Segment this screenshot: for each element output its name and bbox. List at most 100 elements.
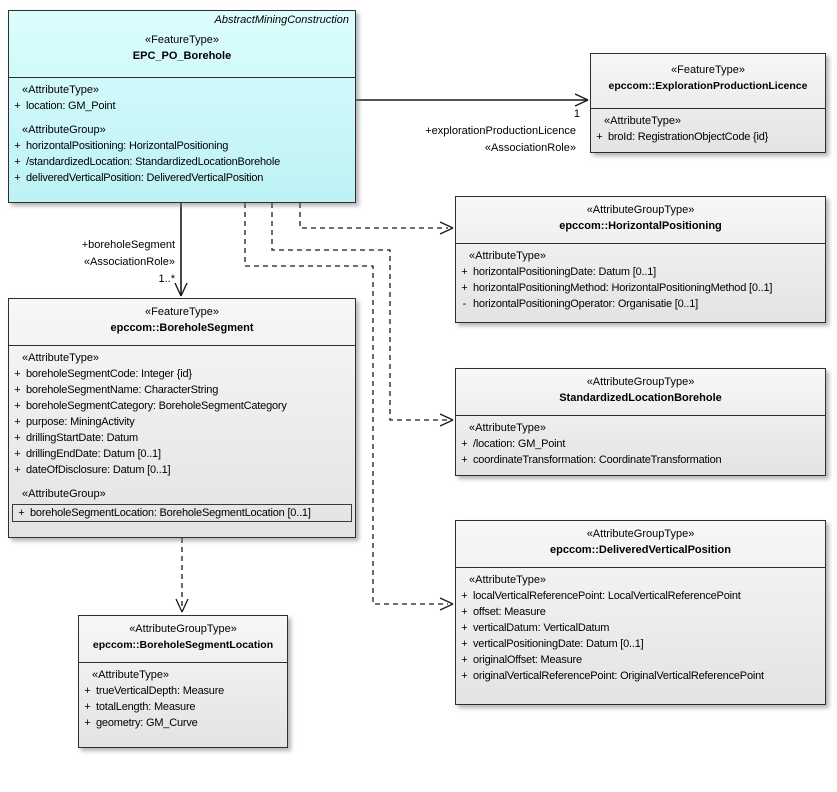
visibility: + xyxy=(14,172,21,184)
attribute-text: /standardizedLocation: StandardizedLocat… xyxy=(26,156,280,168)
visibility: + xyxy=(14,416,21,428)
attribute-row[interactable]: +originalOffset: Measure xyxy=(456,652,825,668)
attribute-row[interactable]: + localVerticalReferencePoint: LocalVerti… xyxy=(456,588,825,604)
class-name: epccom::BoreholeSegmentLocation xyxy=(92,639,274,651)
stereotype-label: «AttributeGroupType» xyxy=(586,528,695,540)
visibility: - xyxy=(462,298,467,310)
edge-stereotype-licence: «AssociationRole» xyxy=(484,142,576,154)
attribute-row[interactable]: +originalVerticalReferencePoint: Origina… xyxy=(456,668,825,684)
attribute-row[interactable]: +boreholeSegmentName: CharacterString xyxy=(9,382,355,398)
attribute-group-header: «AttributeType» xyxy=(469,574,547,586)
attribute-row[interactable]: + location: GM_Point xyxy=(9,98,355,114)
attribute-row[interactable]: +verticalDatum: VerticalDatum xyxy=(456,620,825,636)
attribute-text: deliveredVerticalPosition: DeliveredVert… xyxy=(26,172,264,184)
attributes-compartment: «AttributeType» +trueVerticalDepth: Meas… xyxy=(79,662,287,731)
attributes-compartment: «AttributeType» +broId: RegistrationObje… xyxy=(591,108,825,145)
attributes-compartment: «AttributeType» +horizontalPositioningDa… xyxy=(456,243,825,312)
attribute-text: verticalPositioningDate: Datum [0..1] xyxy=(473,638,644,650)
dependency-borehole-horizontalpositioning[interactable] xyxy=(299,203,448,229)
edge-multiplicity-licence: 1 xyxy=(573,108,580,120)
attribute-text: boreholeSegmentLocation: BoreholeSegment… xyxy=(30,507,311,519)
class-name: epccom::ExplorationProductionLicence xyxy=(608,80,808,92)
attribute-group-header: «AttributeGroup» xyxy=(22,124,106,136)
attributes-compartment: «AttributeType» +boreholeSegmentCode: In… xyxy=(9,345,355,522)
attribute-row[interactable]: +drillingStartDate: Datum xyxy=(9,430,355,446)
attribute-row[interactable]: +horizontalPositioningDate: Datum [0..1] xyxy=(456,264,825,280)
edge-multiplicity-segment: 1..* xyxy=(158,273,175,285)
dependency-borehole-deliveredverticalposition[interactable] xyxy=(244,203,448,605)
attribute-row[interactable]: + /standardizedLocation: StandardizedLoca… xyxy=(9,154,355,170)
visibility: + xyxy=(84,685,91,697)
arrowhead-segmentlocation xyxy=(175,598,189,613)
edge-stereotype-segment: «AssociationRole» xyxy=(83,256,175,268)
attributes-compartment: «AttributeType» + /location: GM_Point +co… xyxy=(456,415,825,468)
class-deliveredverticalposition[interactable]: «AttributeGroupType» epccom::DeliveredVe… xyxy=(455,520,826,705)
attribute-row[interactable]: +boreholeSegmentCode: Integer {id} xyxy=(9,366,355,382)
attribute-text: purpose: MiningActivity xyxy=(26,416,135,428)
attribute-row[interactable]: + purpose: MiningActivity xyxy=(9,414,355,430)
attribute-text: horizontalPositioning: HorizontalPositio… xyxy=(26,140,229,152)
attribute-row[interactable]: +coordinateTransformation: CoordinateTra… xyxy=(456,452,825,468)
arrowhead-deliveredverticalposition xyxy=(439,597,454,611)
attribute-row[interactable]: + dateOfDisclosure: Datum [0..1] xyxy=(9,462,355,478)
arrowhead-standardizedlocation xyxy=(439,413,454,427)
attribute-text: horizontalPositioningOperator: Organisat… xyxy=(473,298,698,310)
attribute-text: geometry: GM_Curve xyxy=(96,717,198,729)
attribute-row[interactable]: + totalLength: Measure xyxy=(79,699,287,715)
visibility: + xyxy=(461,590,468,602)
attribute-row[interactable]: +boreholeSegmentCategory: BoreholeSegmen… xyxy=(9,398,355,414)
attribute-row[interactable]: +offset: Measure xyxy=(456,604,825,620)
visibility: + xyxy=(14,448,21,460)
visibility: + xyxy=(461,266,468,278)
attribute-row[interactable]: +drillingEndDate: Datum [0..1] xyxy=(9,446,355,462)
attribute-row[interactable]: -horizontalPositioningOperator: Organisa… xyxy=(456,296,825,312)
attribute-text: dateOfDisclosure: Datum [0..1] xyxy=(26,464,171,476)
attribute-text: offset: Measure xyxy=(473,606,546,618)
visibility: + xyxy=(461,638,468,650)
visibility: + xyxy=(14,156,21,168)
attribute-text: /location: GM_Point xyxy=(473,438,566,450)
attribute-row-selected[interactable]: +boreholeSegmentLocation: BoreholeSegmen… xyxy=(12,504,352,522)
class-boreholesegment[interactable]: «FeatureType» epccom::BoreholeSegment «A… xyxy=(8,298,356,538)
attribute-row[interactable]: + geometry: GM_Curve xyxy=(79,715,287,731)
attribute-text: horizontalPositioningMethod: HorizontalP… xyxy=(473,282,773,294)
attribute-row[interactable]: +broId: RegistrationObjectCode {id} xyxy=(591,129,825,145)
visibility: + xyxy=(461,438,468,450)
arrowhead-segment xyxy=(174,282,188,297)
visibility: + xyxy=(461,454,468,466)
visibility: + xyxy=(84,701,91,713)
class-horizontalpositioning[interactable]: «AttributeGroupType» epccom::HorizontalP… xyxy=(455,196,826,323)
attribute-row[interactable]: + /location: GM_Point xyxy=(456,436,825,452)
class-explorationproductionlicence[interactable]: «FeatureType» epccom::ExplorationProduct… xyxy=(590,53,826,153)
attribute-group-header: «AttributeType» xyxy=(469,422,547,434)
attribute-text: totalLength: Measure xyxy=(96,701,196,713)
attribute-text: location: GM_Point xyxy=(26,100,116,112)
visibility: + xyxy=(84,717,91,729)
visibility: + xyxy=(461,282,468,294)
attribute-text: trueVerticalDepth: Measure xyxy=(96,685,225,697)
class-epc-po-borehole[interactable]: AbstractMiningConstruction «FeatureType»… xyxy=(8,10,356,203)
visibility: + xyxy=(14,464,21,476)
attribute-row[interactable]: + trueVerticalDepth: Measure xyxy=(79,683,287,699)
class-name: StandardizedLocationBorehole xyxy=(559,392,722,404)
attribute-text: boreholeSegmentCategory: BoreholeSegment… xyxy=(26,400,287,412)
attribute-text: localVerticalReferencePoint: LocalVertic… xyxy=(473,590,741,602)
class-boreholesegmentlocation[interactable]: «AttributeGroupType» epccom::BoreholeSeg… xyxy=(78,615,288,748)
class-standardizedlocationborehole[interactable]: «AttributeGroupType» StandardizedLocatio… xyxy=(455,368,826,476)
arrowhead-licence xyxy=(574,93,589,107)
attributes-compartment: «AttributeType» +location: GM_Point «Att… xyxy=(9,77,355,186)
stereotype-label: «FeatureType» xyxy=(145,34,219,46)
visibility: + xyxy=(596,131,603,143)
attribute-text: boreholeSegmentName: CharacterString xyxy=(26,384,219,396)
visibility: + xyxy=(14,100,21,112)
attribute-row[interactable]: + verticalPositioningDate: Datum [0..1] xyxy=(456,636,825,652)
edge-role-licence: +explorationProductionLicence xyxy=(425,125,576,137)
dependency-borehole-standardizedlocation[interactable] xyxy=(271,203,448,421)
stereotype-label: «FeatureType» xyxy=(145,306,219,318)
attribute-row[interactable]: + deliveredVerticalPosition: DeliveredVer… xyxy=(9,170,355,186)
attribute-row[interactable]: + horizontalPositioningMethod: Horizontal… xyxy=(456,280,825,296)
attribute-row[interactable]: +horizontalPositioning: HorizontalPositi… xyxy=(9,138,355,154)
attribute-text: originalOffset: Measure xyxy=(473,654,582,666)
